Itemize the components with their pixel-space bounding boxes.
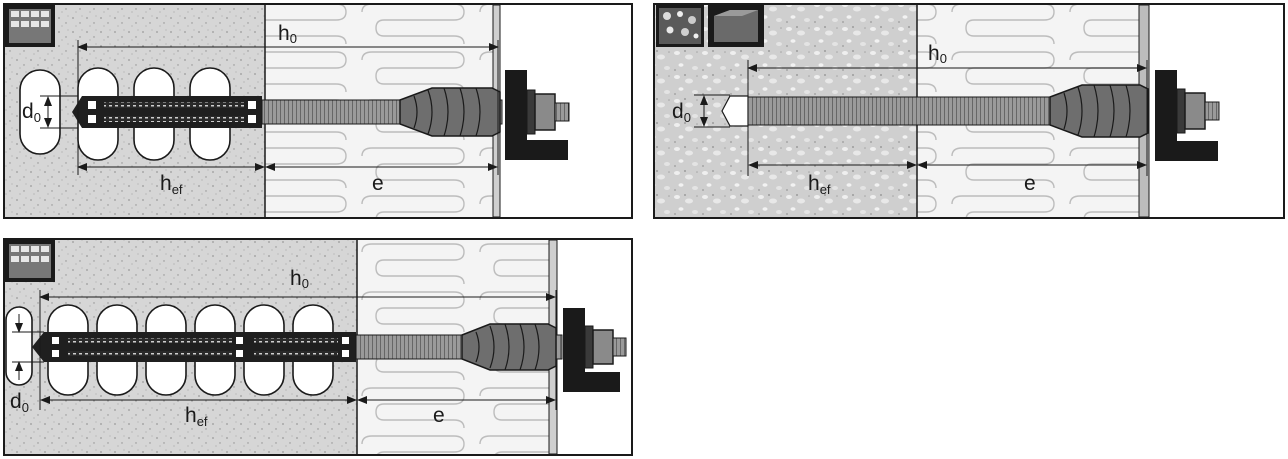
washer — [1176, 88, 1186, 134]
brick-cavities — [19, 67, 231, 161]
label-hef: hef — [185, 404, 208, 429]
label-hef: hef — [808, 172, 831, 197]
perforated-brick-icon — [5, 240, 55, 282]
hex-nut — [1184, 92, 1206, 130]
hex-nut — [534, 93, 556, 131]
panel-aerated-concrete: h0 hef e d0 — [653, 3, 1285, 219]
rod-end — [554, 102, 570, 122]
washer — [526, 89, 536, 135]
washer — [584, 325, 594, 369]
fixture-bracket — [1155, 70, 1218, 161]
fixture-bracket — [563, 308, 620, 392]
label-d0: d0 — [22, 100, 41, 125]
panel-hollow-brick-long: h0 hef e d0 — [3, 238, 633, 456]
anchor-sleeve — [32, 332, 356, 362]
label-h0: h0 — [928, 42, 947, 66]
label-e: e — [433, 404, 445, 427]
label-e: e — [1024, 172, 1036, 195]
label-h0: h0 — [290, 267, 309, 291]
rod-end — [1204, 101, 1220, 121]
lightweight-aggregate-icon — [656, 5, 704, 47]
anchor-sleeve — [72, 96, 262, 128]
solid-block-icon — [708, 5, 764, 47]
fixture-bracket — [505, 70, 568, 160]
label-d0: d0 — [672, 100, 691, 125]
panel-perforated-brick: h0 hef e d0 — [3, 3, 633, 219]
label-h0: h0 — [278, 22, 297, 46]
anchor-cone — [399, 87, 501, 137]
label-hef: hef — [160, 172, 183, 197]
rod-end — [612, 337, 627, 357]
label-d0: d0 — [10, 390, 29, 415]
perforated-brick-icon — [5, 5, 55, 47]
anchor-cone — [1049, 84, 1149, 138]
hex-nut — [592, 329, 614, 365]
label-e: e — [372, 172, 384, 195]
